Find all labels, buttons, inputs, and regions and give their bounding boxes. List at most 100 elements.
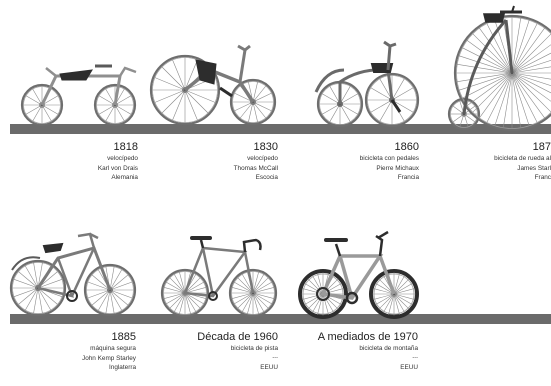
wheel-spoke <box>174 292 186 312</box>
wheel-spoke <box>393 283 413 295</box>
wheel-spoke <box>511 72 545 119</box>
wheel-spoke <box>109 269 123 291</box>
wheel-spoke <box>252 282 272 294</box>
wheel-spoke <box>379 99 393 122</box>
wheel-spoke <box>234 292 254 305</box>
wheel-tire <box>93 83 137 127</box>
wheel-spoke <box>232 287 254 294</box>
wheel-spoke <box>393 278 410 295</box>
wheel-spoke <box>166 282 186 294</box>
caption-1885: 1885 máquina segura John Kemp Starley In… <box>56 332 136 375</box>
wheel-spoke <box>105 289 111 314</box>
inventor-name: John Kemp Starley <box>82 354 136 362</box>
wheel-spoke <box>105 104 116 122</box>
wheel-spoke <box>391 87 414 101</box>
wheel-spoke <box>339 86 351 105</box>
wheel-spoke <box>32 88 43 106</box>
wheel-spoke <box>109 266 115 291</box>
bicycle-name: bicicleta de montaña <box>359 345 418 352</box>
wheel-spoke <box>41 95 59 106</box>
wheel-tire <box>149 54 221 126</box>
wheel-spoke <box>109 289 123 311</box>
wheel <box>453 14 551 132</box>
safety-bicycle-icon <box>9 232 137 317</box>
wheel-spoke <box>105 88 116 106</box>
wheel-spoke <box>486 72 513 123</box>
wheel-spoke <box>41 104 59 115</box>
wheel-tire <box>9 259 67 317</box>
wheel-spoke <box>37 262 43 289</box>
wheel-spoke <box>511 59 551 74</box>
wheel-spoke <box>232 292 254 299</box>
wheel-spoke <box>388 293 395 315</box>
wheel-spoke <box>114 104 132 115</box>
wheel-spoke <box>154 77 186 91</box>
wheel-spoke <box>393 293 410 310</box>
wheel-spoke <box>252 101 272 112</box>
penny-farthing-icon <box>447 5 551 132</box>
wheel-spoke <box>41 104 52 122</box>
wheel-spoke <box>109 281 133 291</box>
wheel-spoke <box>179 292 186 314</box>
wheel-spoke <box>322 293 329 315</box>
wheel-spoke <box>466 72 513 106</box>
wheel-spoke <box>164 292 186 299</box>
wheel-spoke <box>370 87 393 101</box>
wheel-spoke <box>234 92 254 103</box>
wheel-spoke <box>511 23 538 74</box>
wheel-spoke <box>184 277 201 294</box>
wheel-spoke <box>370 99 393 113</box>
wheel <box>364 72 420 128</box>
wheel-spoke <box>511 72 551 87</box>
wheel-spoke <box>307 278 324 295</box>
wheel-spoke <box>161 66 186 91</box>
inventor-name: James Starl <box>517 164 551 172</box>
country-name: Alemania <box>111 174 138 181</box>
wheel-spoke <box>339 103 351 122</box>
ground-bar-top <box>10 124 551 134</box>
wheel-spoke <box>383 293 395 313</box>
wheel-tire <box>83 263 137 317</box>
wheel-spoke <box>457 64 513 74</box>
wheel-spoke <box>252 292 265 312</box>
wheel-spoke <box>511 72 551 113</box>
wheel-spoke <box>322 293 335 313</box>
wheel-spoke <box>109 274 129 291</box>
wheel-spoke <box>239 101 254 119</box>
bicycle-name: bicicleta con pedales <box>359 155 419 162</box>
wheel-spoke <box>322 283 342 295</box>
wheel-tire <box>228 268 278 318</box>
wheel-spoke <box>393 293 415 300</box>
wheel-spoke <box>339 93 358 105</box>
wheel-spoke <box>393 273 400 295</box>
wheel-spoke <box>98 95 116 106</box>
country-name: Escocia <box>255 174 278 181</box>
wheel-spoke <box>304 293 324 306</box>
wheel-tire <box>298 269 348 319</box>
wheel-spoke <box>109 289 129 306</box>
bicycle-name: bicicleta de rueda al <box>494 155 551 162</box>
wheel-spoke <box>169 277 186 294</box>
wheel-spoke <box>373 288 395 295</box>
inventor-name: --- <box>412 354 418 361</box>
wheel-spoke <box>462 47 513 74</box>
wheel-spoke <box>393 293 400 315</box>
wheel-spoke <box>184 292 197 312</box>
wheel-spoke <box>339 103 358 115</box>
wheel-spoke <box>252 292 274 299</box>
wheel-spoke <box>13 287 39 297</box>
wheel <box>316 80 364 128</box>
wheel-spoke <box>114 95 132 106</box>
wheel-spoke <box>161 89 186 114</box>
wheel-spoke <box>252 92 272 103</box>
wheel-spoke <box>237 292 254 309</box>
wheel-spoke <box>462 72 513 99</box>
wheel-spoke <box>172 89 186 121</box>
wheel-spoke <box>322 293 339 310</box>
wheel-spoke <box>184 59 198 91</box>
country-name: Franc <box>534 174 551 181</box>
wheel-spoke <box>252 101 267 119</box>
bicycle-name: bicicleta de pista <box>230 345 278 352</box>
wheel-spoke <box>511 33 551 74</box>
wheel-spoke <box>24 265 39 289</box>
